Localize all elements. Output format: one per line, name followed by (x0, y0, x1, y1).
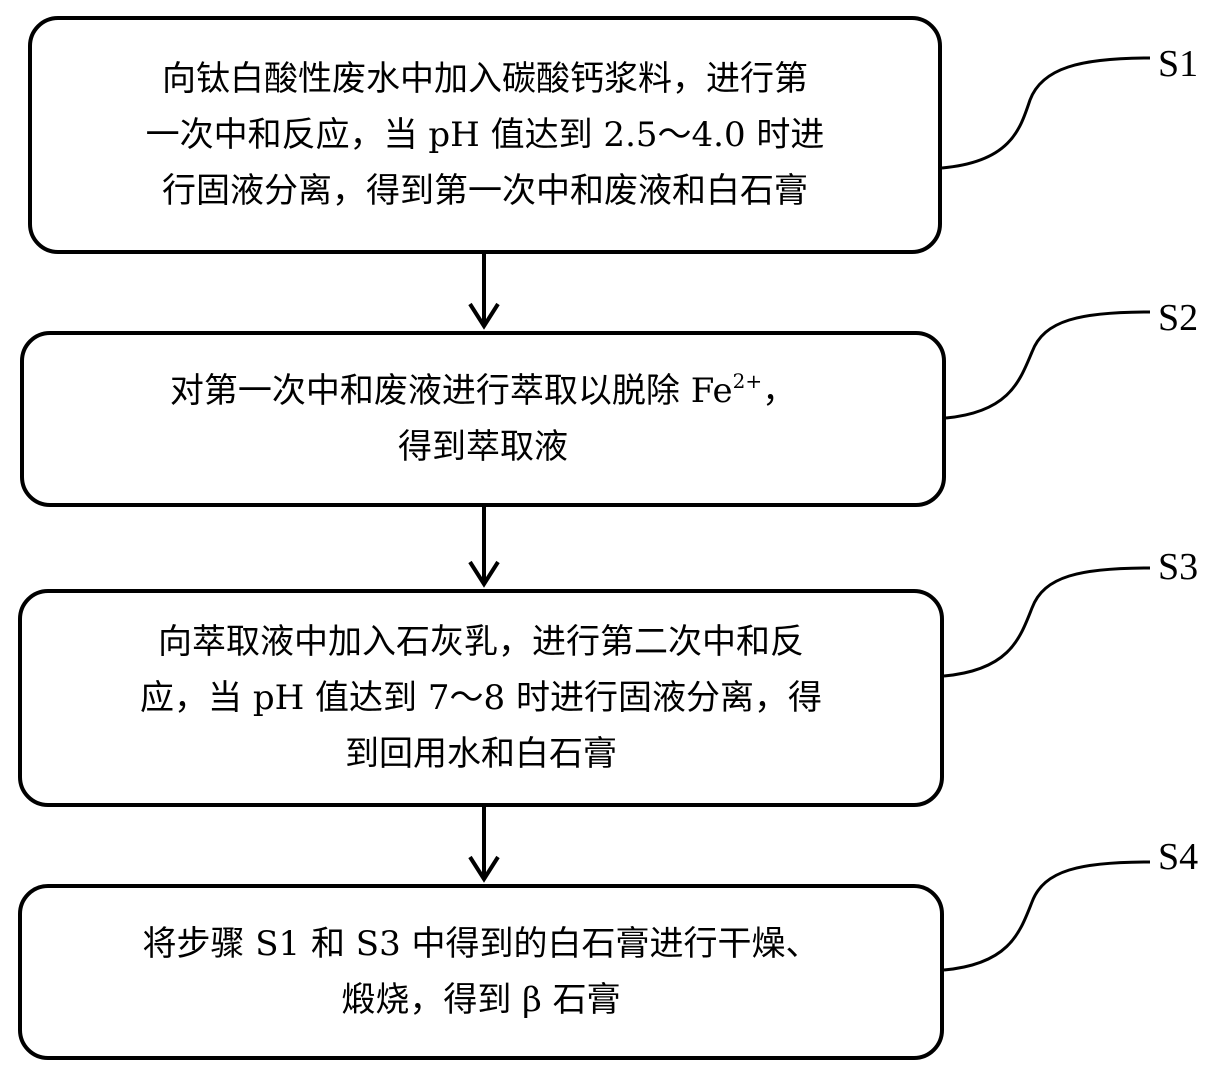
step-s2-text: 对第一次中和废液进行萃取以脱除 Fe2+， 得到萃取液 (140, 363, 826, 475)
flow-arrow-s1-s2 (468, 254, 500, 330)
step-s2-box: 对第一次中和废液进行萃取以脱除 Fe2+， 得到萃取液 (20, 331, 946, 507)
step-s2-line-1-punct: ， (762, 371, 797, 411)
step-s4-box: 将步骤 S1 和 S3 中得到的白石膏进行干燥、 煅烧，得到 β 石膏 (18, 884, 944, 1060)
step-s4-text: 将步骤 S1 和 S3 中得到的白石膏进行干燥、 煅烧，得到 β 石膏 (112, 916, 849, 1028)
flow-arrow-s2-s3 (468, 507, 500, 588)
step-s1-line-2: 一次中和反应，当 pH 值达到 2.5～4.0 时进 (145, 115, 825, 155)
step-label-s2: S2 (1158, 297, 1199, 339)
step-s2-line-1: 对第一次中和废液进行萃取以脱除 Fe2+， (170, 363, 796, 419)
step-s3-text: 向萃取液中加入石灰乳，进行第二次中和反 应，当 pH 值达到 7～8 时进行固液… (110, 614, 852, 782)
leader-line-s4 (943, 860, 1151, 972)
step-s3-box: 向萃取液中加入石灰乳，进行第二次中和反 应，当 pH 值达到 7～8 时进行固液… (18, 589, 944, 807)
step-s1-line-3: 行固液分离，得到第一次中和废液和白石膏 (161, 171, 808, 211)
step-label-s1: S1 (1158, 43, 1199, 85)
leader-line-s3 (943, 566, 1151, 678)
fe-charge-superscript: 2+ (732, 368, 763, 393)
leader-line-s2 (945, 310, 1151, 420)
step-s2-line-2: 得到萃取液 (398, 427, 568, 467)
step-s3-line-1: 向萃取液中加入石灰乳，进行第二次中和反 (157, 622, 804, 662)
step-s4-line-1: 将步骤 S1 和 S3 中得到的白石膏进行干燥、 (142, 924, 820, 964)
leader-line-s1 (941, 56, 1151, 170)
step-label-s3: S3 (1158, 546, 1199, 588)
step-s1-box: 向钛白酸性废水中加入碳酸钙浆料，进行第 一次中和反应，当 pH 值达到 2.5～… (28, 16, 942, 254)
step-s3-line-3: 到回用水和白石膏 (344, 734, 617, 774)
flow-arrow-s3-s4 (468, 807, 500, 883)
step-s4-line-2: 煅烧，得到 β 石膏 (341, 980, 621, 1020)
step-label-s4: S4 (1158, 836, 1199, 878)
step-s1-line-1: 向钛白酸性废水中加入碳酸钙浆料，进行第 (161, 59, 808, 99)
step-s1-text: 向钛白酸性废水中加入碳酸钙浆料，进行第 一次中和反应，当 pH 值达到 2.5～… (116, 51, 855, 219)
step-s3-line-2: 应，当 pH 值达到 7～8 时进行固液分离，得 (140, 678, 822, 718)
step-s2-line-1-main: 对第一次中和废液进行萃取以脱除 Fe (169, 371, 733, 411)
